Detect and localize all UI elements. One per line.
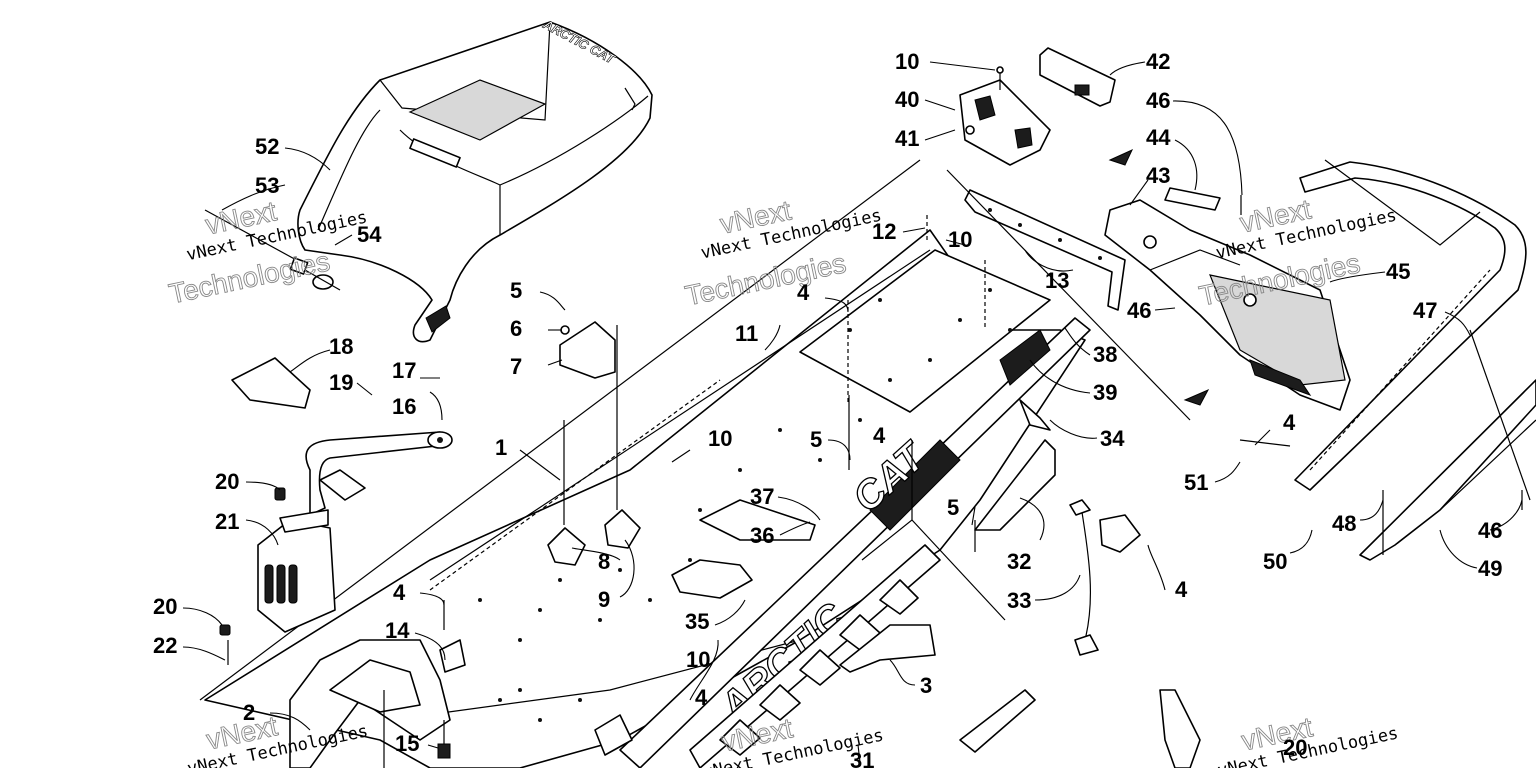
lower-plates (839, 399, 1201, 768)
callout-43: 43 (1146, 163, 1170, 188)
tunnel-rail (1359, 379, 1536, 561)
callout-51: 51 (1184, 470, 1208, 495)
callout-10: 10 (948, 227, 972, 252)
callout-46: 46 (1146, 88, 1170, 113)
callout-34: 34 (1100, 426, 1125, 451)
callout-33: 33 (1007, 588, 1031, 613)
rear-bumper (1294, 161, 1527, 491)
callout-37: 37 (750, 484, 774, 509)
callout-4: 4 (393, 580, 406, 605)
callout-14: 14 (385, 618, 410, 643)
callout-39: 39 (1093, 380, 1117, 405)
callout-4: 4 (1283, 410, 1296, 435)
callout-42: 42 (1146, 49, 1170, 74)
front-bracket (289, 639, 466, 768)
callout-1: 1 (495, 435, 507, 460)
callout-5: 5 (510, 278, 522, 303)
callout-49: 49 (1478, 556, 1502, 581)
small-brackets (547, 321, 816, 756)
callout-54: 54 (357, 222, 382, 247)
callout-3: 3 (920, 673, 932, 698)
callout-46: 46 (1127, 298, 1151, 323)
tunnel-track-pattern (689, 544, 941, 768)
callouts: 1 2 3 4 4 4 4 4 4 5 5 5 6 7 8 9 10 10 10… (153, 49, 1502, 768)
callout-19: 19 (329, 370, 353, 395)
callout-18: 18 (329, 334, 353, 359)
callout-20: 20 (215, 469, 239, 494)
callout-10: 10 (895, 49, 919, 74)
callout-38: 38 (1093, 342, 1117, 367)
snowflap-assembly (1104, 187, 1351, 411)
callout-11: 11 (735, 321, 758, 346)
callout-22: 22 (153, 633, 177, 658)
callout-13: 13 (1045, 268, 1069, 293)
callout-32: 32 (1007, 549, 1031, 574)
callout-35: 35 (685, 609, 709, 634)
callout-9: 9 (598, 587, 610, 612)
callout-10: 10 (686, 647, 710, 672)
callout-16: 16 (392, 394, 416, 419)
seat: ARCTIC CAT (297, 16, 653, 343)
callout-12: 12 (872, 219, 896, 244)
callout-5: 5 (810, 427, 822, 452)
callout-4: 4 (1175, 577, 1188, 602)
callout-53: 53 (255, 173, 279, 198)
callout-47: 47 (1413, 298, 1437, 323)
callout-10: 10 (708, 426, 732, 451)
taillight-housing (959, 47, 1116, 166)
callout-20: 20 (1283, 735, 1307, 760)
callout-4: 4 (873, 423, 886, 448)
callout-6: 6 (510, 316, 522, 341)
hitch-assembly (219, 357, 453, 665)
callout-17: 17 (392, 358, 416, 383)
callout-45: 45 (1386, 259, 1410, 284)
callout-48: 48 (1332, 511, 1356, 536)
callout-7: 7 (510, 354, 522, 379)
callout-15: 15 (395, 731, 419, 756)
callout-8: 8 (598, 549, 610, 574)
callout-20: 20 (153, 594, 177, 619)
callout-21: 21 (215, 509, 239, 534)
callout-5: 5 (947, 495, 959, 520)
callout-4: 4 (695, 685, 708, 710)
callout-31: 31 (850, 748, 874, 768)
callout-50: 50 (1263, 549, 1287, 574)
callout-4: 4 (797, 280, 810, 305)
callout-52: 52 (255, 134, 279, 159)
callout-leaders (182, 61, 1523, 763)
tunnel-holes (478, 288, 1012, 722)
callout-46: 46 (1478, 518, 1502, 543)
callout-2: 2 (243, 700, 255, 725)
callout-44: 44 (1146, 125, 1171, 150)
callout-41: 41 (895, 126, 919, 151)
seat-fastener (204, 209, 341, 291)
tunnel: ARCTIC CAT (199, 159, 1091, 768)
callout-40: 40 (895, 87, 919, 112)
callout-36: 36 (750, 523, 774, 548)
